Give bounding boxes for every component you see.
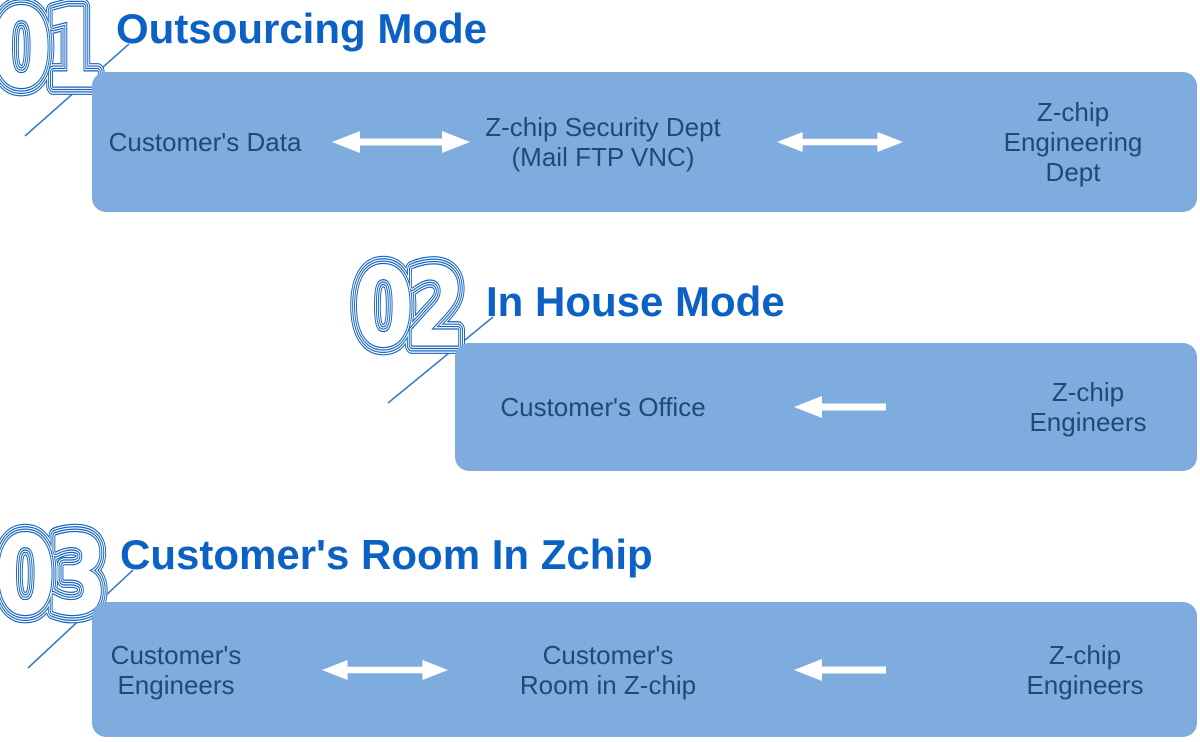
node-zchip-engineers: Z-chip Engineers <box>1029 377 1147 437</box>
section-title-in-house-mode: In House Mode <box>486 278 785 325</box>
left-arrow-icon <box>794 396 886 418</box>
section-number-02: 02 <box>350 259 460 349</box>
node-customers-room-in-zchip: Customer's Room in Z-chip <box>519 639 697 700</box>
node-customers-data: Customer's Data <box>108 127 302 157</box>
section-number-03: 03 <box>0 527 102 617</box>
double-arrow-icon <box>777 131 903 153</box>
left-arrow-icon <box>794 658 886 681</box>
node-zchip-security-dept: Z-chip Security Dept (Mail FTP VNC) <box>485 112 721 172</box>
double-arrow-icon <box>322 659 448 680</box>
mode-bar-customers-room: Customer's Engineers Customer's Room in … <box>92 602 1197 737</box>
section-title-outsourcing-mode: Outsourcing Mode <box>116 5 487 52</box>
section-number-01: 01 <box>0 0 98 90</box>
node-customers-office: Customer's Office <box>500 392 706 422</box>
mode-bar-in-house: Customer's Office Z-chip Engineers <box>455 343 1197 471</box>
section-title-customers-room: Customer's Room In Zchip <box>120 531 653 578</box>
node-customers-engineers: Customer's Engineers <box>110 639 242 700</box>
node-zchip-engineers: Z-chip Engineers <box>1026 639 1144 700</box>
mode-bar-outsourcing: Customer's Data Z-chip Security Dept (Ma… <box>92 72 1197 212</box>
node-zchip-engineering-dept: Z-chip Engineering Dept <box>1003 97 1143 187</box>
double-arrow-icon <box>332 131 470 153</box>
